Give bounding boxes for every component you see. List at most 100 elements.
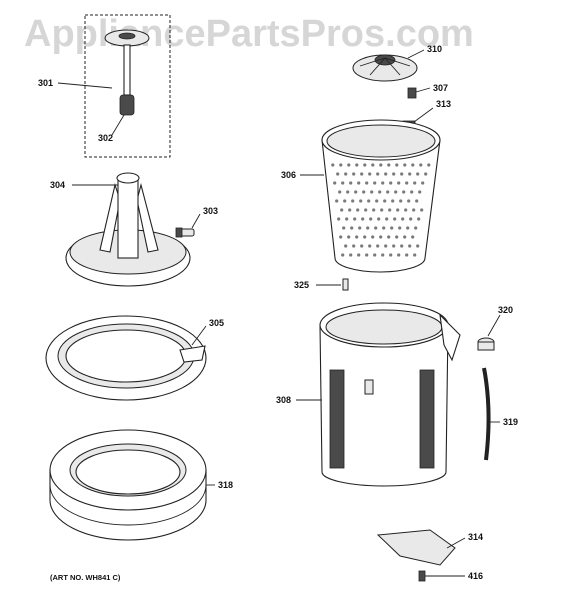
part-314-shield [376, 529, 456, 566]
perforation-hole [390, 226, 394, 230]
perforation-hole [419, 163, 423, 167]
perforation-hole [412, 208, 416, 212]
tub-body [319, 324, 449, 487]
perforation-hole [363, 235, 367, 239]
perforation-hole [340, 208, 344, 212]
hub-center [374, 54, 396, 66]
part-416-screw [418, 570, 426, 582]
perforation-hole [371, 163, 375, 167]
perforation-hole [398, 226, 402, 230]
callout-310: 310 [427, 44, 442, 54]
callout-302: 302 [98, 133, 113, 143]
part-305-ring [45, 315, 207, 401]
part-325-screw [342, 278, 349, 291]
perforation-hole [358, 226, 362, 230]
perforation-hole [411, 235, 415, 239]
dashed-assembly-box [84, 14, 171, 158]
perforation-hole [375, 199, 379, 203]
basket-perforations [331, 163, 431, 257]
perforation-hole [341, 181, 345, 185]
hub-ribs [359, 57, 411, 76]
leader-302 [111, 114, 125, 136]
leader-303 [191, 213, 201, 229]
perforation-hole [356, 208, 360, 212]
part-303-screw [175, 227, 195, 238]
perforation-hole [352, 172, 356, 176]
perforation-hole [382, 226, 386, 230]
perforation-hole [345, 217, 349, 221]
perforation-hole [336, 172, 340, 176]
cap-body [477, 341, 495, 351]
perforation-hole [360, 172, 364, 176]
perforation-hole [418, 190, 422, 194]
perforation-hole [379, 235, 383, 239]
part-320-cap [477, 337, 495, 351]
part-307-bolt [407, 87, 417, 99]
perforation-hole [342, 226, 346, 230]
perforation-hole [395, 235, 399, 239]
perforation-hole [347, 163, 351, 167]
perforation-hole [378, 190, 382, 194]
perforation-hole [393, 217, 397, 221]
callout-313: 313 [436, 99, 451, 109]
part-308-tub [319, 302, 461, 487]
perforation-hole [355, 235, 359, 239]
perforation-hole [417, 217, 421, 221]
perforation-hole [415, 199, 419, 203]
perforation-hole [346, 190, 350, 194]
perforation-hole [341, 253, 345, 257]
perforation-hole [403, 235, 407, 239]
perforation-hole [380, 208, 384, 212]
perforation-hole [411, 163, 415, 167]
perforation-hole [387, 163, 391, 167]
perforation-hole [339, 163, 343, 167]
perforation-hole [355, 163, 359, 167]
perforation-hole [392, 172, 396, 176]
perforation-hole [403, 163, 407, 167]
leader-301 [57, 82, 113, 89]
perforation-hole [405, 181, 409, 185]
screw-head [175, 227, 183, 238]
callout-304: 304 [50, 180, 65, 190]
base-column [117, 177, 139, 259]
part-306-basket [321, 119, 441, 273]
perforation-hole [357, 181, 361, 185]
perforation-hole [366, 226, 370, 230]
agitator-cap-hub [118, 32, 136, 40]
perforation-hole [337, 217, 341, 221]
balance-ring-opening [75, 449, 181, 495]
callout-306: 306 [281, 170, 296, 180]
callout-416: 416 [468, 571, 483, 581]
perforation-hole [373, 181, 377, 185]
callout-303: 303 [203, 206, 218, 216]
callout-301: 301 [38, 78, 53, 88]
perforation-hole [408, 244, 412, 248]
perforation-hole [404, 208, 408, 212]
leader-313 [413, 107, 434, 123]
base-column-top [116, 172, 140, 184]
perforation-hole [365, 253, 369, 257]
agitator-shaft [123, 44, 131, 96]
perforation-hole [387, 235, 391, 239]
perforation-hole [371, 235, 375, 239]
part-318-balance-ring [49, 429, 207, 541]
tub-rim-inner [325, 309, 443, 345]
perforation-hole [361, 217, 365, 221]
perforation-hole [394, 190, 398, 194]
leader-305 [191, 325, 207, 346]
perforation-hole [397, 181, 401, 185]
watermark: AppliancePartsPros.com [24, 13, 474, 55]
perforation-hole [388, 208, 392, 212]
perforation-hole [407, 199, 411, 203]
tub-right-rib [419, 369, 435, 469]
perforation-hole [395, 163, 399, 167]
perforation-hole [384, 244, 388, 248]
perforation-hole [421, 181, 425, 185]
perforation-hole [385, 217, 389, 221]
perforation-hole [363, 163, 367, 167]
leader-310 [407, 49, 425, 59]
callout-319: 319 [503, 417, 518, 427]
balance-ring-band [49, 484, 207, 526]
perforation-hole [353, 217, 357, 221]
